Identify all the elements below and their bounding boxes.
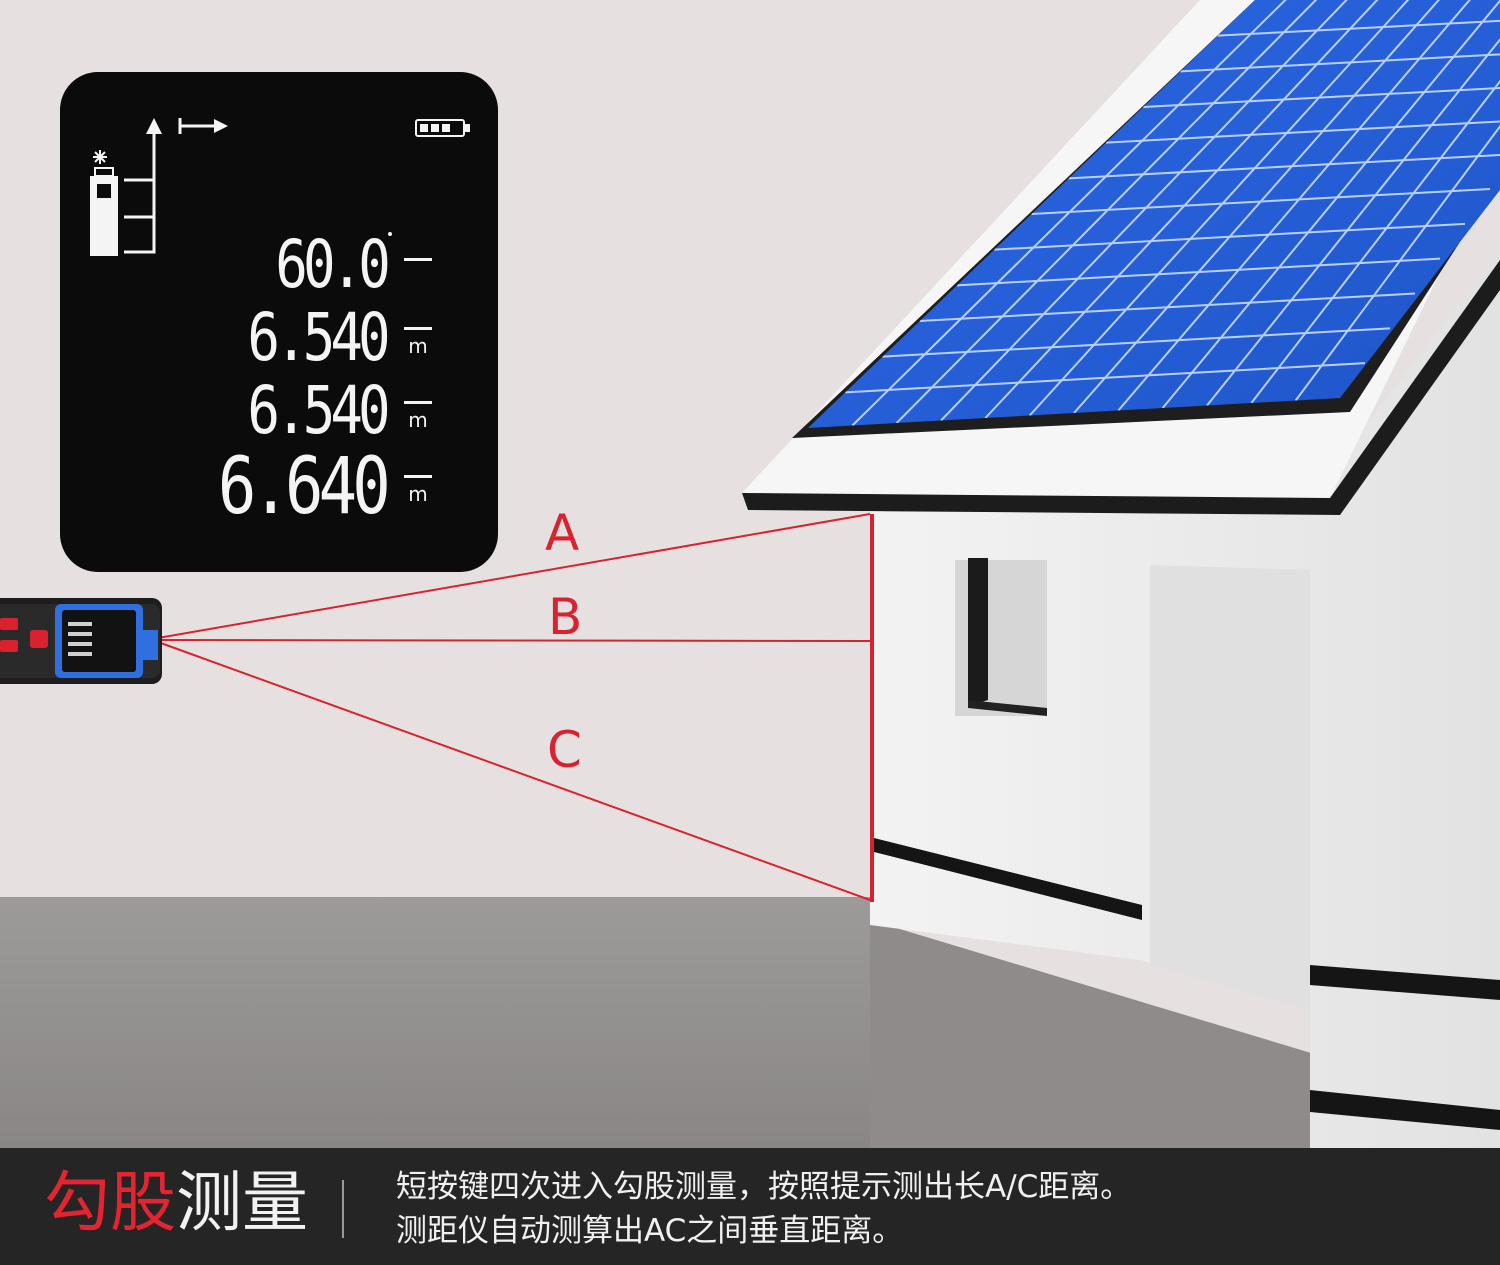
laser-icon [93, 150, 107, 164]
description-line-2: 测距仪自动测算出AC之间垂直距离。 [396, 1213, 904, 1249]
ray-b [157, 639, 871, 642]
floor [0, 897, 870, 1148]
degree-mark [388, 232, 392, 236]
rangefinder-device [0, 598, 162, 684]
panel-grid-line [994, 222, 1466, 251]
house-base-line [1310, 1090, 1500, 1130]
height-arrow-icon [124, 118, 162, 254]
ray-label-a: A [545, 504, 580, 562]
angle-unit [404, 258, 432, 267]
panel-grid-line [1180, 48, 1500, 73]
solar-panel [808, 0, 1500, 428]
lcd-icons [90, 118, 470, 256]
panel-grid-line [1105, 118, 1500, 144]
panel-grid-line [1031, 188, 1491, 215]
distance-unit-1: m [404, 327, 432, 356]
panel-grid-line [919, 292, 1416, 322]
distance-unit-3: m [404, 475, 432, 504]
house-trim-line [874, 838, 1142, 920]
panel-grid-line [1143, 83, 1500, 108]
footer-bar [0, 1148, 1500, 1265]
panel-grid-line [1068, 153, 1500, 180]
ray-a [157, 513, 871, 639]
angle-reading: 60.0 [275, 226, 391, 303]
panel-grid-line [845, 362, 1366, 394]
ray-label-c: C [547, 721, 582, 779]
house-trim-line-right [1310, 965, 1500, 1000]
house-door-recess [1150, 565, 1310, 1010]
ray-c [157, 641, 871, 901]
footer-divider [342, 1180, 344, 1238]
feature-title: 勾股测量 [44, 1170, 308, 1236]
distance-unit-2: m [404, 401, 432, 430]
description-line-1: 短按键四次进入勾股测量，按照提示测出长A/C距离。 [396, 1169, 1132, 1205]
house-window-frame [968, 558, 988, 706]
panel-grid-line [1217, 13, 1500, 37]
feature-title-accent: 勾股 [44, 1164, 176, 1241]
battery-icon [415, 119, 470, 137]
distance-reading-2: 6.540 [247, 372, 391, 449]
distance-reading-3: 6.640 [218, 442, 391, 532]
house-window-sill [968, 700, 1047, 716]
ray-label-b: B [548, 588, 583, 646]
laser-rays [157, 513, 874, 902]
panel-grid-line [956, 257, 1441, 287]
feature-title-rest: 测量 [176, 1164, 308, 1241]
lcd-display: 60.0 6.540 m 6.540 m 6.640 m [60, 72, 498, 572]
direction-arrow-icon [178, 118, 228, 134]
device-icon [90, 167, 118, 256]
distance-reading-1: 6.540 [247, 299, 391, 376]
panel-grid-line [882, 327, 1391, 358]
